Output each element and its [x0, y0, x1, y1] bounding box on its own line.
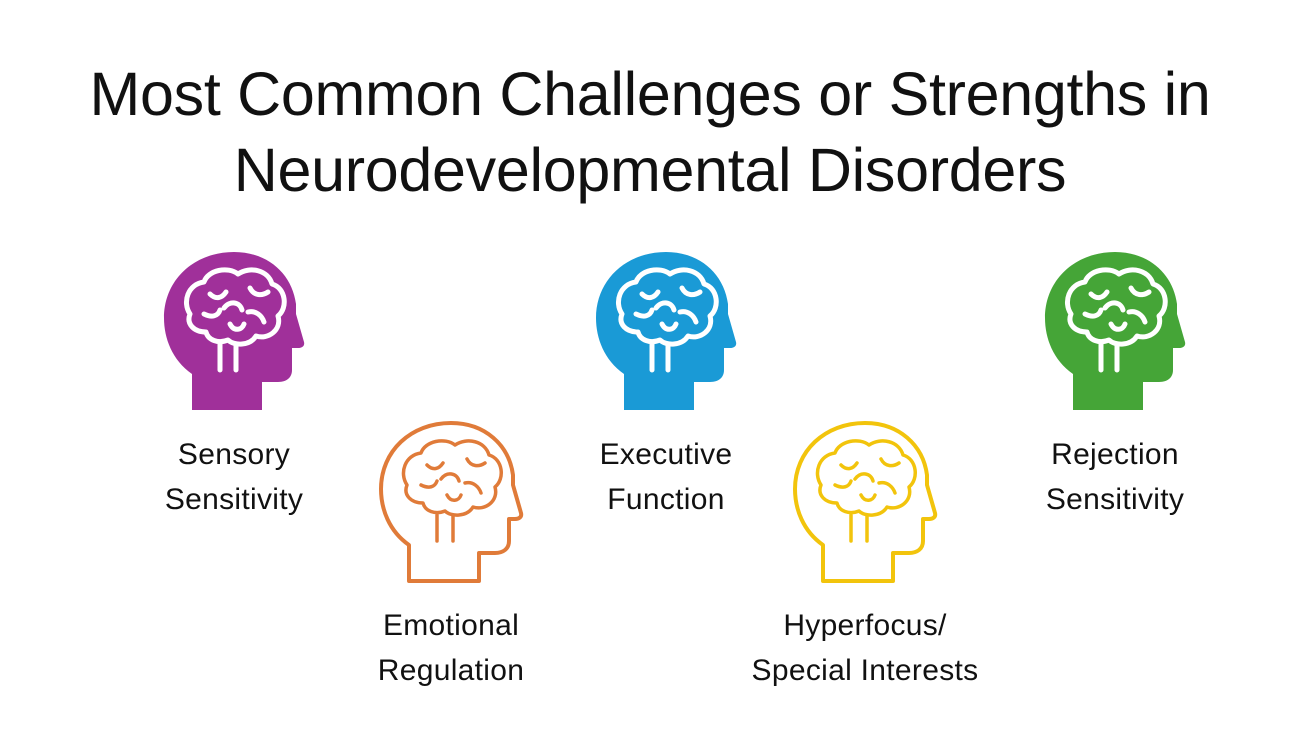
label-line-1: Sensory: [177, 438, 291, 471]
label-line-2: Sensitivity: [1045, 483, 1185, 516]
item-label: Hyperfocus/ Special Interests: [715, 603, 1015, 693]
label-line-2: Sensitivity: [164, 483, 304, 516]
head-brain-icon: [1045, 252, 1186, 410]
label-line-1: Hyperfocus/: [783, 609, 947, 642]
head-brain-icon: [793, 421, 938, 583]
title-line-2: Neurodevelopmental Disorders: [233, 136, 1067, 204]
item-label: Emotional Regulation: [301, 603, 601, 693]
label-line-2: Function: [607, 483, 725, 516]
label-line-1: Executive: [599, 438, 733, 471]
head-brain-icon: [164, 252, 305, 410]
label-line-1: Rejection: [1051, 438, 1179, 471]
page-title: Most Common Challenges or Strengths in N…: [0, 56, 1300, 208]
label-line-2: Regulation: [377, 654, 525, 687]
head-brain-icon: [596, 252, 737, 410]
title-line-1: Most Common Challenges or Strengths in: [89, 60, 1211, 128]
item-label: Rejection Sensitivity: [965, 432, 1265, 522]
label-line-2: Special Interests: [751, 654, 979, 687]
head-brain-icon: [379, 421, 524, 583]
item-label: Executive Function: [516, 432, 816, 522]
label-line-1: Emotional: [382, 609, 520, 642]
item-label: Sensory Sensitivity: [84, 432, 384, 522]
